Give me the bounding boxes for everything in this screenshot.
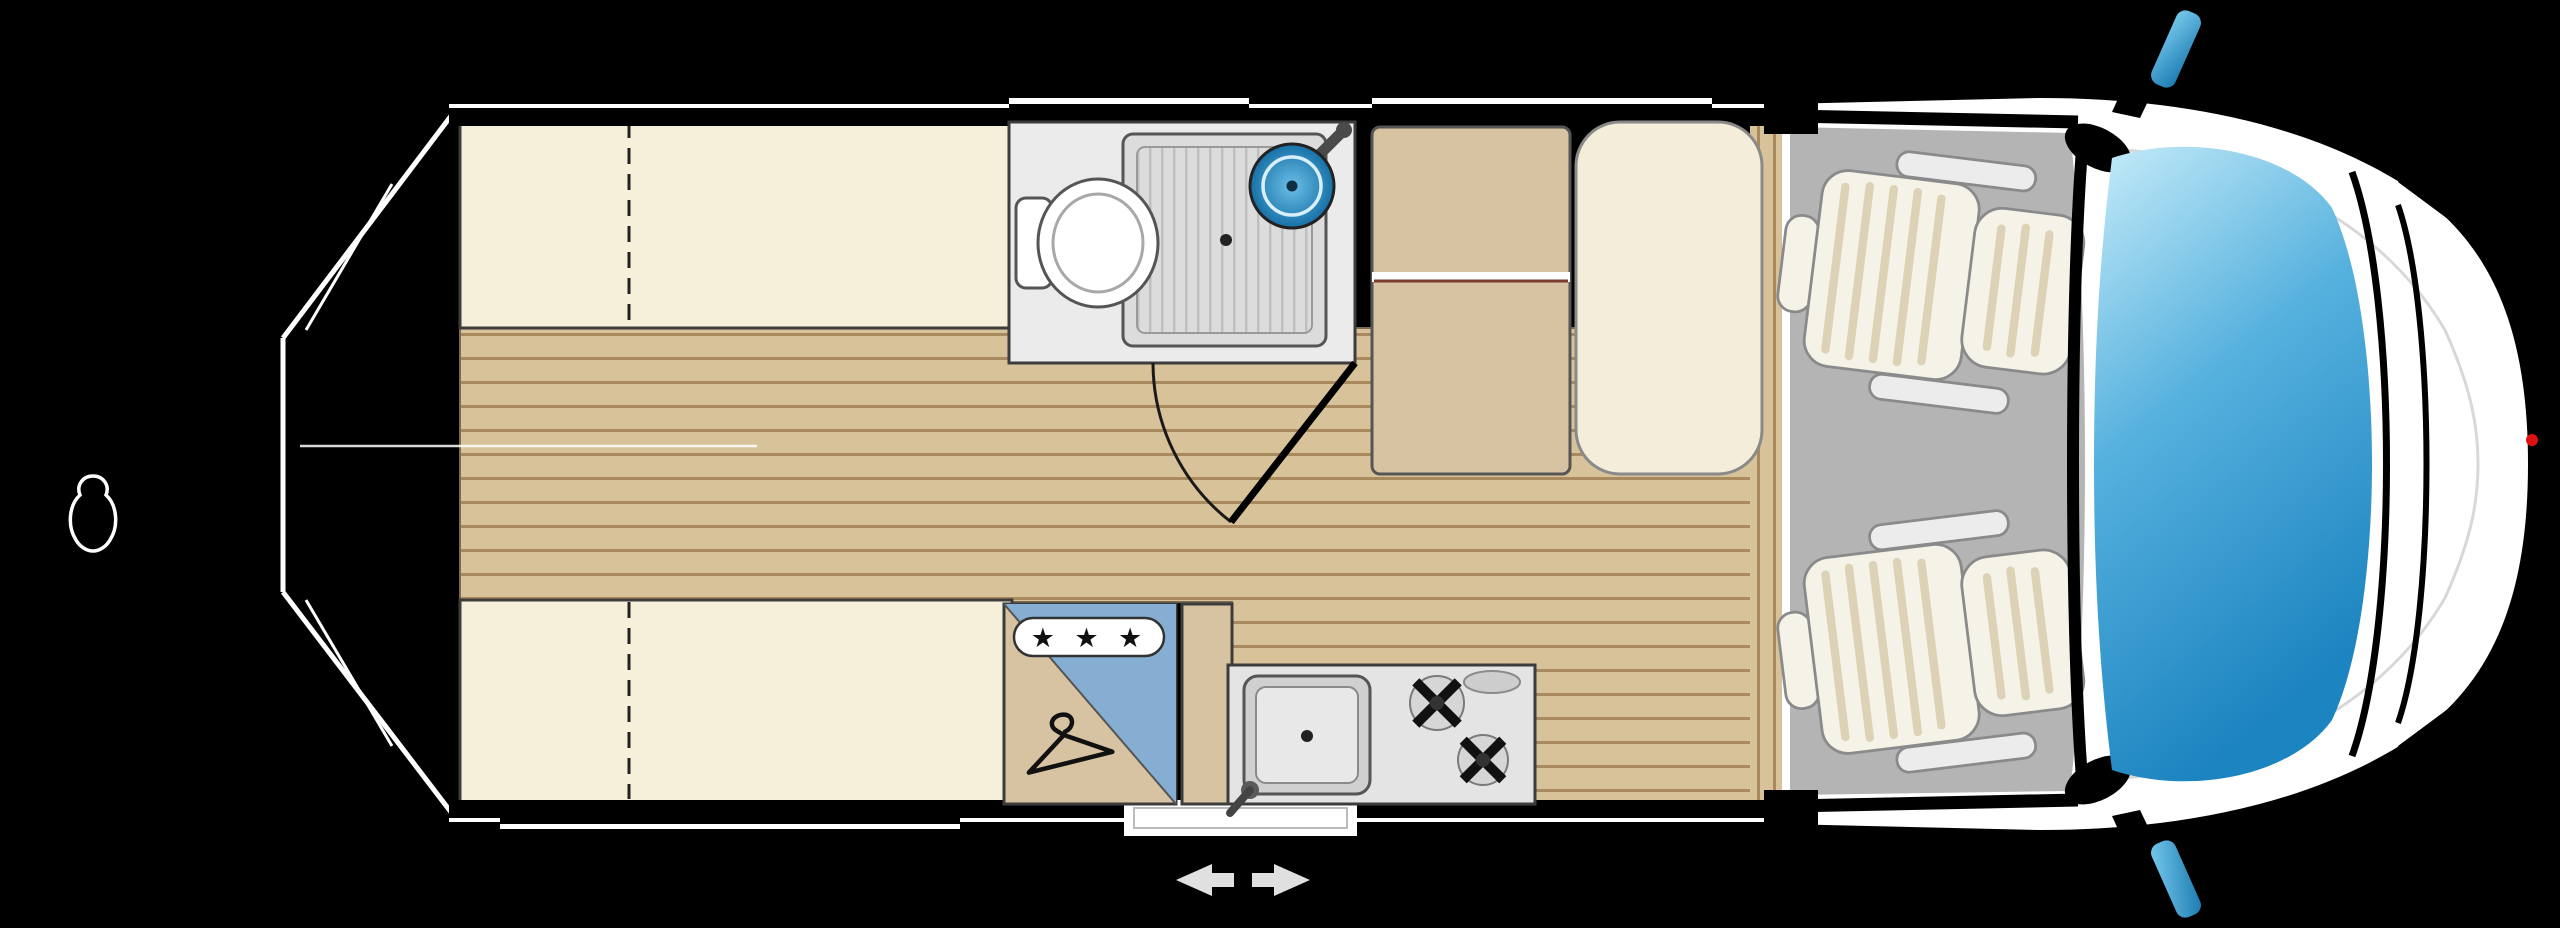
cab-seat-top [1776, 150, 2086, 415]
front-marker-dot [2526, 434, 2538, 446]
armrest [1868, 509, 2010, 552]
b-pillar-top [1764, 98, 1818, 134]
rear-door-swing-line-top [304, 183, 394, 331]
sliding-door [1124, 800, 1357, 896]
cab-seat-bottom [1776, 509, 2086, 774]
dinette [1370, 120, 1764, 476]
b-pillar-bottom [1764, 790, 1818, 826]
kitchen [1226, 663, 1537, 817]
burner-top [1409, 675, 1465, 731]
headlight-bottom [2398, 694, 2492, 780]
window-top-bathroom [1009, 98, 1249, 104]
bathroom-door [1151, 360, 1358, 525]
arrow-right-icon [1252, 864, 1310, 896]
wardrobe: ★ ★ ★ [1002, 602, 1178, 806]
cabinet [1180, 602, 1234, 806]
armrest [1868, 372, 2010, 415]
burner-bottom [1457, 734, 1509, 786]
dinette-bench [1370, 125, 1572, 476]
bed-bottom [458, 598, 1014, 804]
cab-front-details [2064, 123, 2538, 805]
comfort-stars-pill [1012, 616, 1166, 658]
van-rear [280, 106, 459, 822]
hanger-icon [1026, 712, 1115, 775]
window-top-dinette [1372, 98, 1712, 104]
bed-top [458, 116, 1014, 330]
mirror-top-icon [2112, 4, 2207, 118]
comfort-stars: ★ ★ ★ [1031, 623, 1147, 654]
window-bottom-bed [500, 800, 960, 824]
sink-icon [1226, 674, 1372, 817]
toilet-icon [1014, 177, 1160, 309]
dinette-table [1574, 120, 1764, 476]
bathroom [1007, 120, 1358, 525]
arrow-left-icon [1176, 864, 1234, 896]
washbasin-icon [1248, 122, 1352, 230]
headlight-top [2398, 148, 2492, 234]
rear-beds [458, 116, 1014, 804]
hood-line-2 [2395, 204, 2430, 724]
hob-icon [1409, 670, 1521, 786]
mirror-bottom-icon [2112, 810, 2207, 924]
tow-hitch-icon [68, 474, 118, 553]
windshield [2094, 146, 2372, 782]
hood-line-1 [2348, 170, 2390, 758]
dashboard-line [2067, 149, 2088, 779]
armrest [1895, 150, 2038, 193]
armrest [1895, 731, 2038, 774]
rear-door-swing-line-bottom [304, 599, 394, 747]
